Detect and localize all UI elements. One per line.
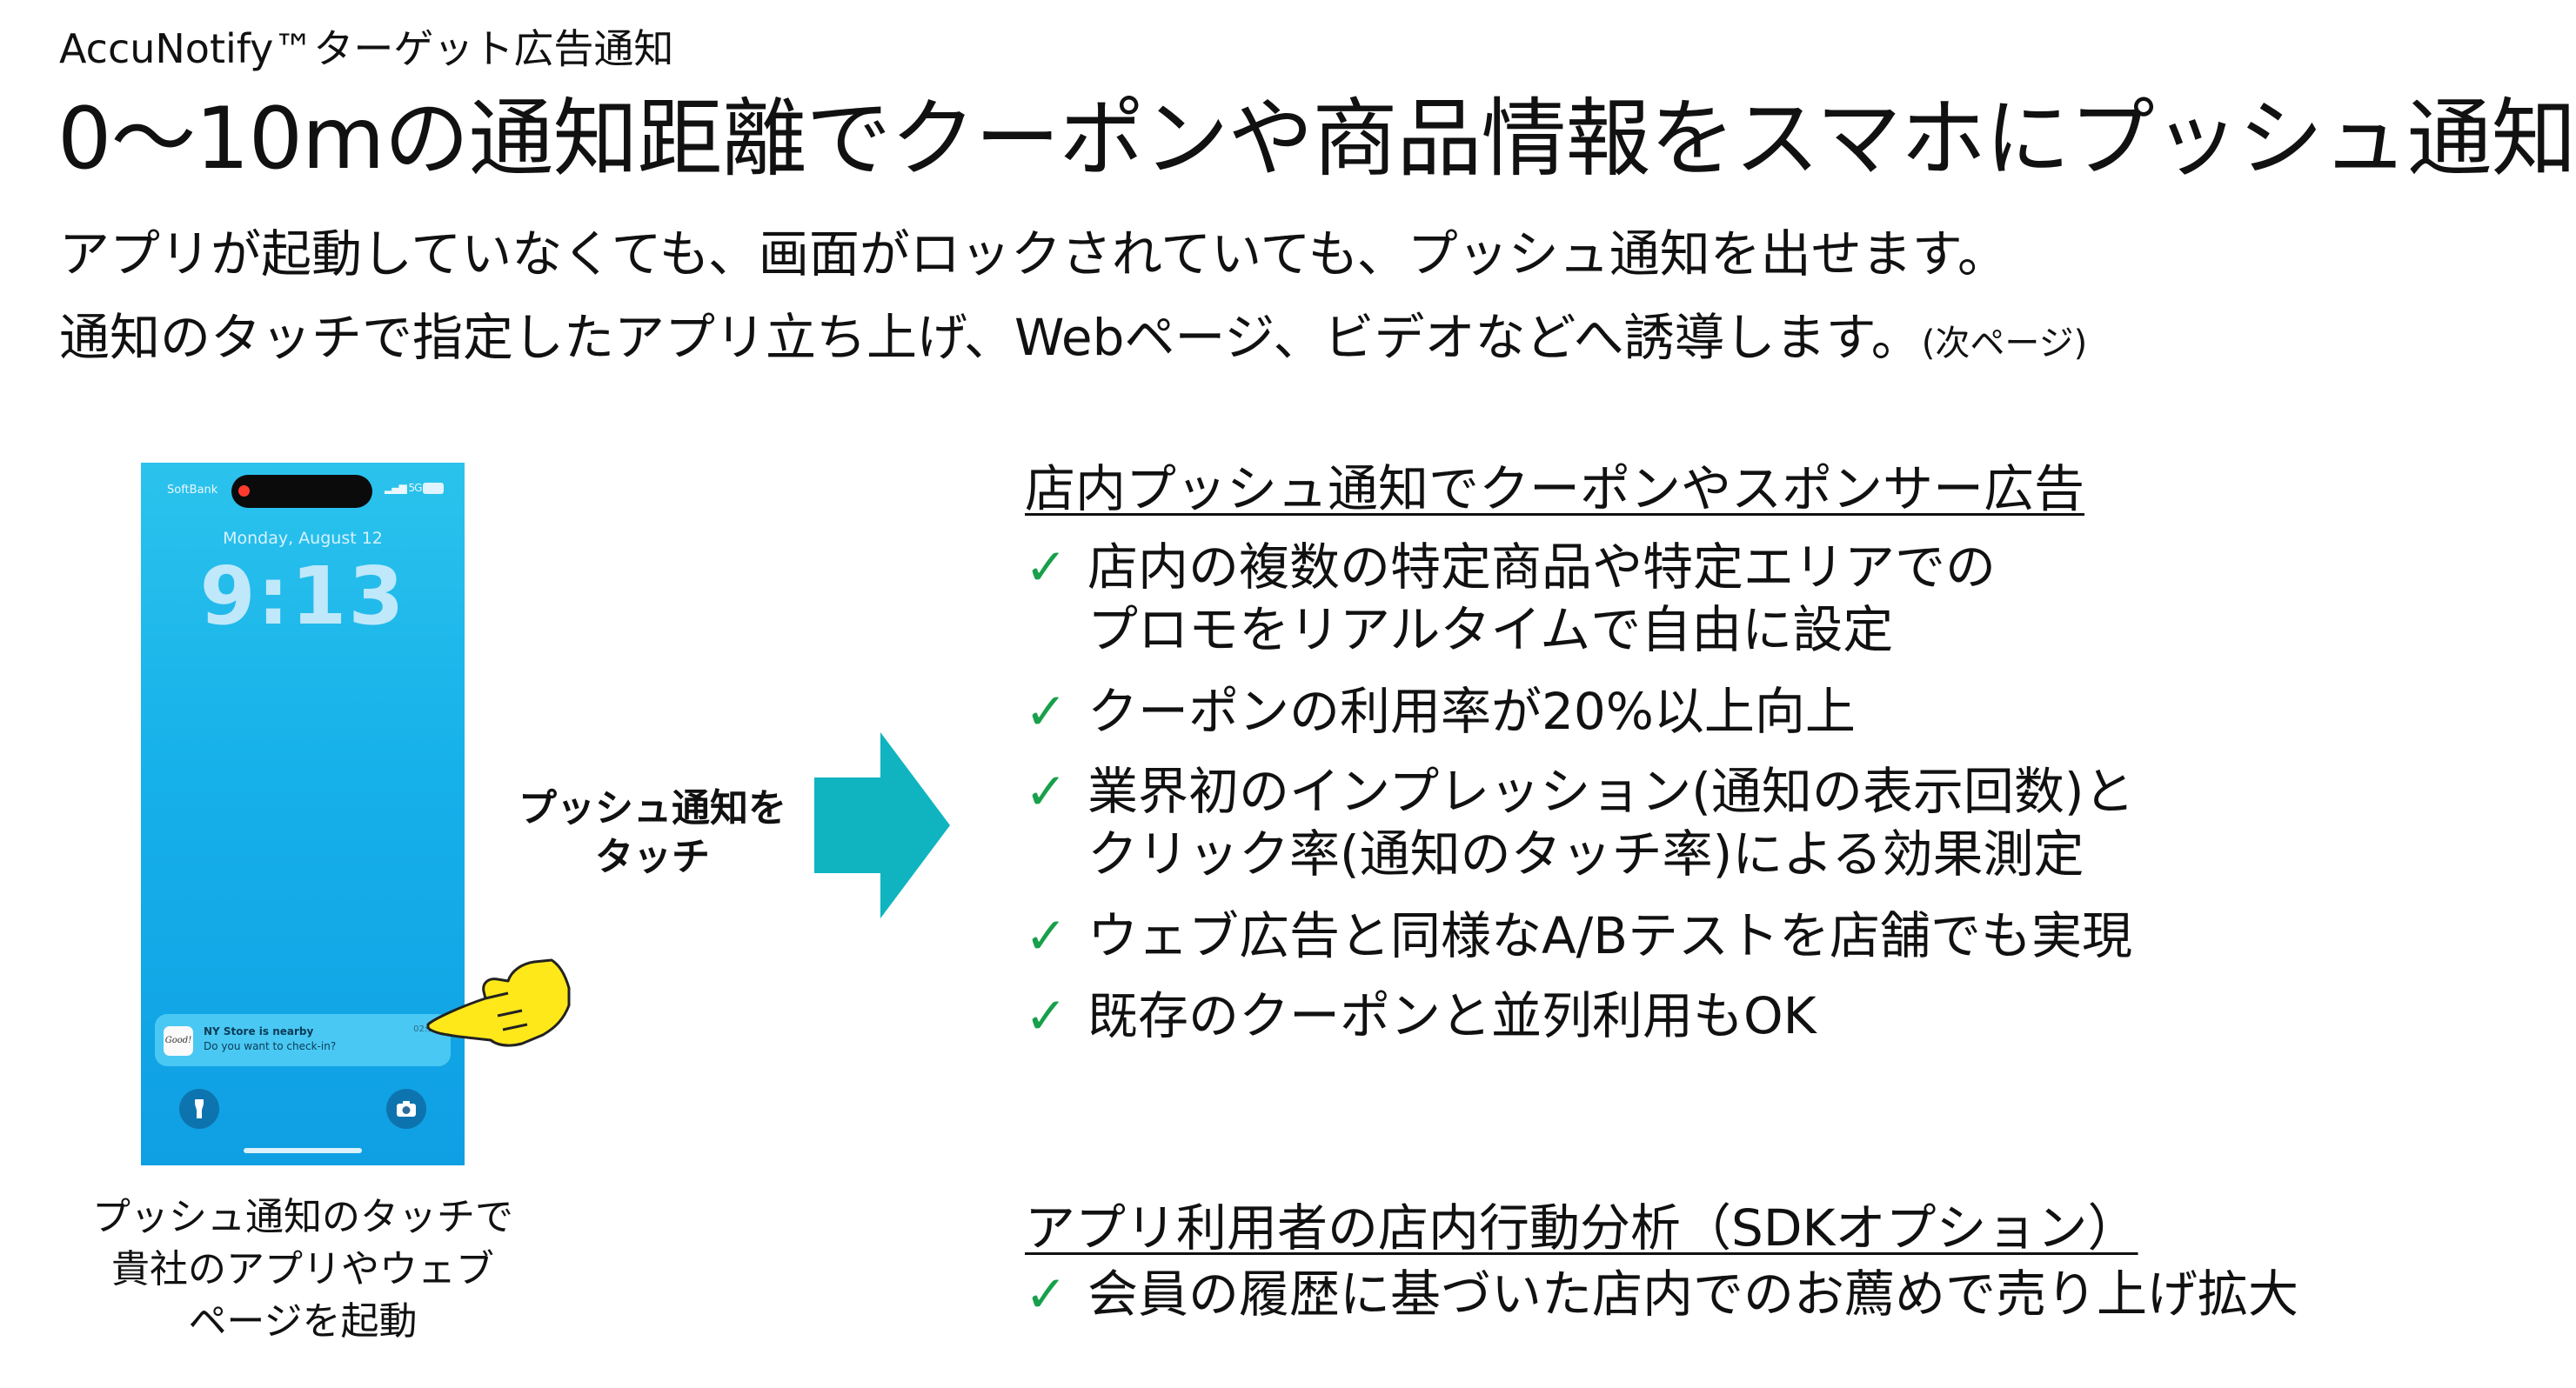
eyebrow-label: AccuNotify™ターゲット広告通知 bbox=[59, 25, 674, 72]
list-item: ✓ 既存のクーポンと並列利用もOK bbox=[1025, 984, 1817, 1047]
flashlight-icon bbox=[195, 1099, 204, 1118]
lock-date: Monday, August 12 bbox=[223, 529, 383, 548]
section-title-sdk-analytics: アプリ利用者の店内行動分析（SDKオプション） bbox=[1025, 1198, 2138, 1258]
list-item-text: ウェブ広告と同様なA/Bテストを店舗でも実現 bbox=[1087, 906, 2133, 965]
list-item: ✓ ウェブ広告と同様なA/Bテストを店舗でも実現 bbox=[1025, 904, 2132, 967]
dynamic-island bbox=[231, 475, 372, 508]
section-title-push-ads: 店内プッシュ通知でクーポンやスポンサー広告 bbox=[1025, 459, 2085, 518]
list-item: ✓ 業界初のインプレッション(通知の表示回数)と クリック率(通知のタッチ率)によ… bbox=[1025, 760, 2135, 885]
push-notification[interactable]: Good! NY Store is nearby Do you want to … bbox=[155, 1014, 451, 1066]
list-item-text-cont: プロモをリアルタイムで自由に設定 bbox=[1087, 600, 1894, 659]
list-item-text: クーポンの利用率が20%以上向上 bbox=[1087, 682, 1856, 741]
check-icon: ✓ bbox=[1025, 762, 1067, 821]
recording-dot-icon bbox=[238, 485, 250, 497]
phone-caption-line: 貴社のアプリやウェブ bbox=[111, 1247, 494, 1291]
lead-line-2-text: 通知のタッチで指定したアプリ立ち上げ、Webページ、ビデオなどへ誘導します。 bbox=[59, 308, 1922, 367]
phone-lock-screen: SoftBank ▂▄▆ 5G Monday, August 12 9:13 G… bbox=[141, 463, 465, 1165]
list-item: ✓ 会員の履歴に基づいた店内でのお薦めで売り上げ拡大 bbox=[1025, 1263, 2298, 1325]
check-icon: ✓ bbox=[1025, 682, 1067, 741]
notification-body: Do you want to check-in? bbox=[204, 1040, 337, 1052]
list-item-text: 既存のクーポンと並列利用もOK bbox=[1087, 986, 1817, 1045]
notification-title: NY Store is nearby bbox=[204, 1025, 314, 1038]
next-page-note: (次ページ) bbox=[1921, 324, 2088, 364]
notification-time: 02:16 bbox=[413, 1024, 438, 1034]
camera-button[interactable] bbox=[386, 1089, 426, 1129]
lock-time: 9:13 bbox=[199, 550, 406, 643]
check-icon: ✓ bbox=[1025, 537, 1067, 597]
battery-icon bbox=[423, 483, 444, 494]
list-item-text: 会員の履歴に基づいた店内でのお薦めで売り上げ拡大 bbox=[1087, 1265, 2299, 1324]
touch-label-line: プッシュ通知を bbox=[519, 786, 786, 831]
pointing-hand-icon bbox=[426, 958, 571, 1047]
signal-icon: ▂▄▆ 5G bbox=[385, 482, 423, 494]
list-item-text: 業界初のインプレッション(通知の表示回数)と bbox=[1087, 762, 2135, 821]
page-title: 0～10mの通知距離でクーポンや商品情報をスマホにプッシュ通知 bbox=[57, 90, 2576, 189]
network-type: 5G bbox=[408, 482, 423, 494]
check-icon: ✓ bbox=[1025, 906, 1067, 965]
phone-caption-line: ページを起動 bbox=[188, 1299, 418, 1344]
list-item: ✓ クーポンの利用率が20%以上向上 bbox=[1025, 680, 1856, 743]
camera-icon bbox=[397, 1101, 416, 1117]
status-icons: ▂▄▆ 5G bbox=[385, 482, 447, 496]
flashlight-button[interactable] bbox=[179, 1089, 219, 1129]
list-item-text-cont: クリック率(通知のタッチ率)による効果測定 bbox=[1087, 824, 2084, 884]
app-logo-icon: Good! bbox=[164, 1026, 193, 1056]
lead-line-2: 通知のタッチで指定したアプリ立ち上げ、Webページ、ビデオなどへ誘導します。(次… bbox=[59, 303, 2087, 378]
touch-label-line: タッチ bbox=[595, 835, 710, 879]
check-icon: ✓ bbox=[1025, 1265, 1067, 1324]
touch-label: プッシュ通知を タッチ bbox=[496, 784, 809, 882]
phone-caption-line: プッシュ通知のタッチで bbox=[92, 1195, 513, 1239]
carrier-name: SoftBank bbox=[167, 484, 218, 497]
lead-line-1: アプリが起動していなくても、画面がロックされていても、プッシュ通知を出せます。 bbox=[59, 224, 2008, 284]
check-icon: ✓ bbox=[1025, 986, 1067, 1045]
home-indicator bbox=[244, 1148, 362, 1153]
right-arrow-icon bbox=[814, 732, 950, 918]
phone-caption: プッシュ通知のタッチで 貴社のアプリやウェブ ページを起動 bbox=[42, 1191, 564, 1348]
list-item: ✓ 店内の複数の特定商品や特定エリアでの プロモをリアルタイムで自由に設定 bbox=[1025, 536, 1996, 661]
list-item-text: 店内の複数の特定商品や特定エリアでの bbox=[1087, 537, 1997, 597]
